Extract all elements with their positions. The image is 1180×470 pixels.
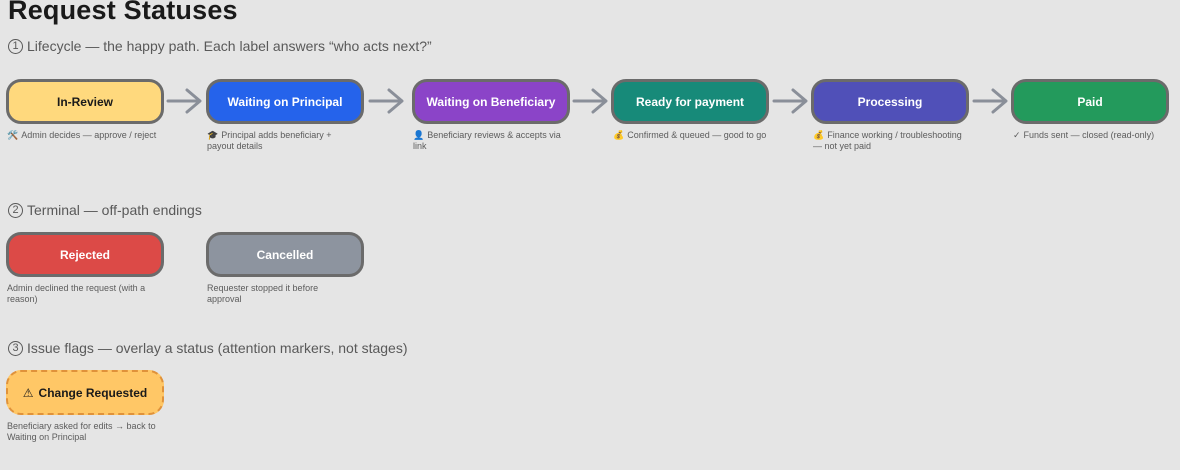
status-pill-ready-for-payment[interactable]: Ready for payment bbox=[611, 79, 769, 124]
status-caption: 🎓Principal adds beneficiary + payout det… bbox=[207, 130, 357, 152]
section-heading-issue-flags: 3 Issue flags — overlay a status (attent… bbox=[8, 338, 408, 358]
flag-label: Change Requested bbox=[38, 385, 148, 400]
tools-icon: 🛠️ bbox=[7, 130, 19, 140]
status-pill-processing[interactable]: Processing bbox=[811, 79, 969, 124]
flow-arrow bbox=[972, 88, 1008, 114]
flow-arrow bbox=[772, 88, 808, 114]
section-label: Issue flags — overlay a status (attentio… bbox=[27, 340, 408, 356]
status-pill-in-review[interactable]: In-Review bbox=[6, 79, 164, 124]
flag-caption: Beneficiary asked for edits → back to Wa… bbox=[7, 421, 156, 442]
flow-arrow bbox=[166, 88, 202, 114]
status-caption: Requester stopped it before approval bbox=[207, 283, 319, 304]
flag-pill-change-requested[interactable]: ⚠ Change Requested bbox=[6, 370, 164, 415]
status-pill-paid[interactable]: Paid bbox=[1011, 79, 1169, 124]
status-pill-waiting-on-principal[interactable]: Waiting on Principal bbox=[206, 79, 364, 124]
status-caption: 💰Finance working / troubleshooting — not… bbox=[813, 130, 963, 152]
status-caption: 💰Confirmed & queued — good to go bbox=[613, 130, 768, 141]
page-title: Request Statuses bbox=[8, 0, 238, 25]
status-pill-rejected[interactable]: Rejected bbox=[6, 232, 164, 277]
caption-text: Admin decides — approve / reject bbox=[21, 130, 157, 140]
caption-text: Beneficiary reviews & accepts via link bbox=[413, 130, 561, 151]
flow-arrow bbox=[368, 88, 404, 114]
section-heading-lifecycle: 1 Lifecycle — the happy path. Each label… bbox=[8, 36, 432, 56]
status-pill-cancelled[interactable]: Cancelled bbox=[206, 232, 364, 277]
section-heading-terminal: 2 Terminal — off-path endings bbox=[8, 200, 202, 220]
caption-text: Funds sent — closed (read-only) bbox=[1023, 130, 1155, 140]
status-caption: 👤Beneficiary reviews & accepts via link bbox=[413, 130, 568, 152]
caption-text: Finance working / troubleshooting — not … bbox=[813, 130, 962, 151]
section-number: 2 bbox=[8, 202, 23, 218]
flow-arrow bbox=[572, 88, 608, 114]
person-icon: 👤 bbox=[413, 130, 425, 140]
money-bag-icon: 💰 bbox=[813, 130, 825, 140]
money-bag-icon: 💰 bbox=[613, 130, 625, 140]
section-number: 1 bbox=[8, 38, 23, 54]
status-pill-waiting-on-beneficiary[interactable]: Waiting on Beneficiary bbox=[412, 79, 570, 124]
warning-icon: ⚠ bbox=[22, 385, 34, 400]
section-number: 3 bbox=[8, 340, 23, 356]
caption-text: Confirmed & queued — good to go bbox=[627, 130, 767, 140]
caption-text: Principal adds beneficiary + payout deta… bbox=[207, 130, 332, 151]
status-caption: 🛠️Admin decides — approve / reject bbox=[7, 130, 157, 141]
status-caption: ✓Funds sent — closed (read-only) bbox=[1013, 130, 1178, 141]
check-icon: ✓ bbox=[1013, 130, 1021, 140]
status-caption: Admin declined the request (with a reaso… bbox=[7, 283, 146, 304]
section-label: Terminal — off-path endings bbox=[27, 202, 202, 218]
section-label: Lifecycle — the happy path. Each label a… bbox=[27, 38, 432, 54]
graduation-cap-icon: 🎓 bbox=[207, 130, 219, 140]
